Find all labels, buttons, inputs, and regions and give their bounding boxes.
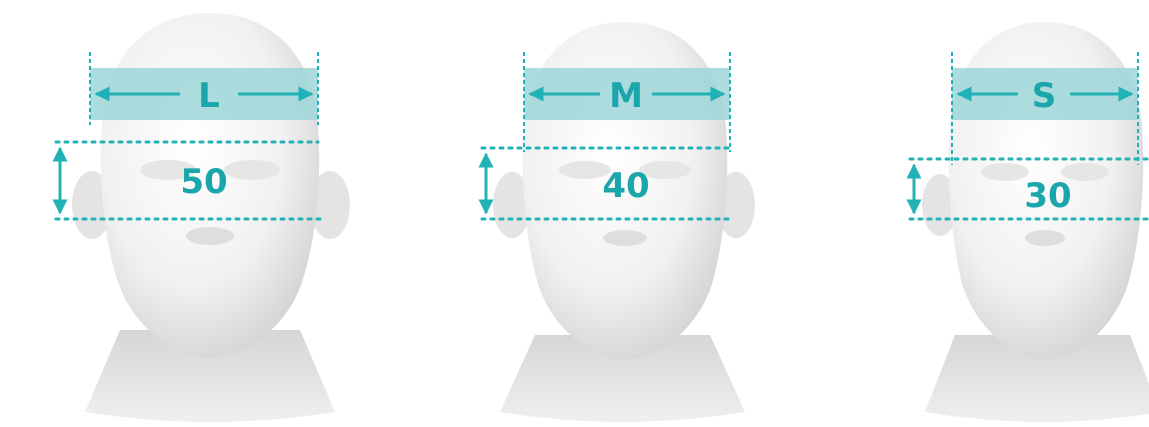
eye-shadow-right	[224, 160, 280, 180]
eye-shadow-left	[981, 163, 1029, 181]
mouth-shadow	[1025, 230, 1065, 246]
measurement-value: 30	[1024, 176, 1071, 216]
size-label: S	[1032, 76, 1057, 116]
mouth-shadow	[186, 227, 234, 245]
measurement-value: 50	[180, 162, 227, 202]
size-label: L	[198, 76, 220, 116]
mouth-shadow	[603, 230, 647, 246]
size-label: M	[609, 76, 643, 116]
measurement-value: 40	[602, 166, 649, 206]
